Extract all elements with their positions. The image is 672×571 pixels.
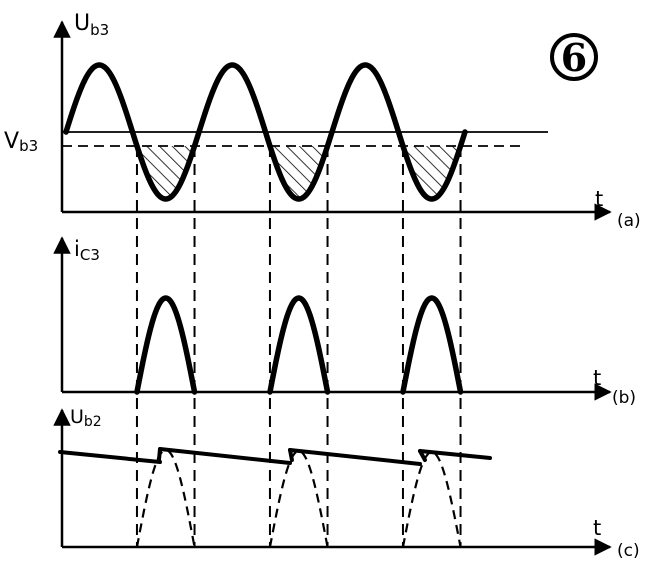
dashed-pulse: [135, 448, 196, 548]
panel-b-current-pulses: [134, 295, 464, 395]
panel-c-tag: (c): [617, 541, 640, 561]
panel-c-x-axis-label: t: [593, 516, 601, 540]
voltage-ramp: [58, 450, 162, 464]
panel-b-tag: (b): [612, 388, 636, 408]
voltage-ramp: [418, 449, 492, 460]
current-pulse: [267, 295, 331, 395]
panel-a-bias-label: Vb3: [4, 129, 38, 155]
voltage-ramp: [288, 448, 422, 466]
current-pulse: [400, 295, 464, 395]
panel-a-x-axis-label: t: [595, 187, 603, 211]
panel-b-y-axis-label: iC3: [74, 237, 100, 264]
panel-a-hatched-regions: [136, 146, 461, 199]
panel-a: Ub3 Vb3 t (a): [4, 11, 641, 231]
panel-c-y-axis-label: Ub2: [70, 406, 102, 430]
figure-number: 6: [561, 35, 587, 80]
panel-a-tag: (a): [617, 211, 641, 231]
hatched-region: [269, 146, 328, 199]
vertical-dashed-guides: [135, 146, 462, 547]
hatched-region: [136, 146, 195, 199]
panel-a-sine-wave: [63, 62, 468, 202]
panel-c: Ub2 t (c): [53, 406, 640, 561]
panel-a-y-axis-label: Ub3: [74, 11, 109, 39]
dashed-pulse: [401, 450, 462, 548]
current-pulse: [134, 295, 198, 395]
panel-c-dashed-pulses: [135, 448, 462, 548]
hatched-region: [402, 146, 461, 199]
panel-b: iC3 t (b): [53, 236, 636, 408]
panel-b-x-axis-label: t: [593, 366, 601, 390]
dashed-pulse: [268, 449, 329, 548]
figure-number-badge: 6: [550, 33, 598, 81]
voltage-ramp: [158, 447, 292, 465]
